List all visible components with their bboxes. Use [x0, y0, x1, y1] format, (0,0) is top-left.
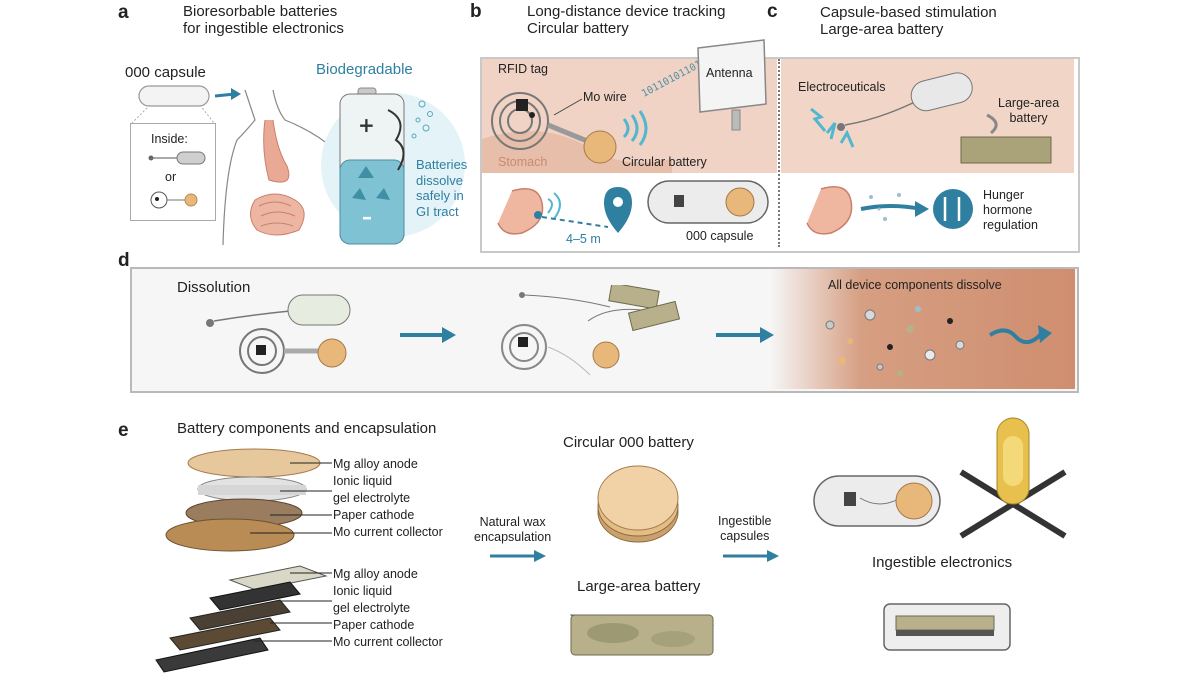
large-area-battery-label-e: Large-area battery [577, 578, 701, 595]
large-area-label-c-line1: Large-area [998, 96, 1060, 110]
distance-label: 4–5 m [566, 232, 601, 246]
hunger-label-line2: hormone [983, 203, 1033, 217]
all-dissolve-label: All device components dissolve [828, 278, 1002, 292]
dissolution-label: Dissolution [177, 279, 251, 296]
wax-arrow [490, 550, 546, 562]
large-area-battery [569, 614, 715, 656]
star-shaped-device-illustration [959, 417, 1067, 539]
rect-layer-labels: Mg alloy anode Ionic liquid gel electrol… [333, 566, 443, 651]
panel-a-title: Bioresorbable batteries for ingestible e… [183, 3, 344, 37]
large-area-battery-label-c: Large-area battery [998, 96, 1059, 126]
panel-e-title: Battery components and encapsulation [177, 420, 437, 437]
hunger-regulation-scene [806, 186, 973, 235]
circular-000-battery-label: Circular 000 battery [563, 434, 694, 451]
panel-bc-divider [778, 59, 780, 247]
svg-text:–: – [362, 205, 372, 229]
panel-c-title-line1: Capsule-based stimulation [820, 4, 997, 21]
human-gi-tract-illustration [222, 89, 336, 245]
inside-box: Inside: or [130, 123, 216, 221]
panel-e-letter: e [118, 420, 129, 441]
panel-a-letter: a [118, 2, 129, 23]
panel-a-title-line2: for ingestible electronics [183, 20, 344, 37]
circular-battery-label-b: Circular battery [622, 155, 707, 169]
circ-layer-mo: Mo current collector [333, 525, 443, 539]
panel-c-title: Capsule-based stimulation Large-area bat… [820, 4, 997, 38]
ingestible-arrow [723, 550, 779, 562]
circ-layer-mg: Mg alloy anode [333, 457, 418, 471]
flat-capsule-device-illustration [883, 603, 1011, 651]
circ-leader-lines [250, 462, 332, 534]
panel-c-title-line2: Large-area battery [820, 21, 944, 38]
dissolution-gradient [770, 269, 1075, 389]
rect-leader-lines [254, 572, 332, 642]
rect-layer-mo: Mo current collector [333, 635, 443, 649]
circ-layer-paper: Paper cathode [333, 508, 415, 522]
panel-b-letter: b [470, 1, 482, 22]
wax-label-line2: encapsulation [474, 530, 552, 544]
ingestible-electronics-label: Ingestible electronics [872, 554, 1013, 571]
rfid-tag-label: RFID tag [498, 62, 549, 76]
ingestible-capsules-label: Ingestible capsules [718, 514, 772, 544]
circ-layer-labels: Mg alloy anode Ionic liquid gel electrol… [333, 456, 443, 541]
antenna-icon [697, 39, 767, 131]
large-area-label-c-line2: battery [1009, 111, 1048, 125]
circ-layer-ionic-2: gel electrolyte [333, 491, 411, 505]
stomach-label: Stomach [498, 155, 548, 169]
tracking-distance-scene [497, 180, 769, 235]
dissolving-battery-illustration: + – [321, 87, 465, 245]
svg-text:+: + [358, 113, 375, 137]
dissolve-text-line2: dissolve [416, 172, 463, 188]
wax-encapsulation-label: Natural wax encapsulation [474, 515, 551, 545]
antenna-label: Antenna [706, 66, 753, 80]
capsule-label-b: 000 capsule [686, 229, 754, 243]
wax-label-line1: Natural wax [479, 515, 546, 529]
circular-000-battery [597, 465, 679, 543]
biodegradable-label: Biodegradable [316, 61, 413, 78]
circ-layer-ionic-1: Ionic liquid [333, 474, 393, 488]
ingestible-label-line2: capsules [720, 529, 770, 543]
hunger-label-line1: Hunger [983, 188, 1024, 202]
dissolve-text-line3: safely in [416, 188, 464, 203]
hunger-label-line3: regulation [983, 218, 1038, 232]
panel-b-title-line2: Circular battery [527, 20, 629, 37]
rect-layer-ionic-1: Ionic liquid [333, 584, 393, 598]
hunger-label: Hunger hormone regulation [983, 188, 1038, 233]
panel-b-title: Long-distance device tracking Circular b… [527, 3, 725, 37]
rect-battery-exploded-view [155, 565, 328, 673]
panel-b-title-line1: Long-distance device tracking [527, 3, 726, 20]
capsule-device-illustration [813, 475, 941, 527]
capsule-illustration-a [138, 85, 241, 107]
dissolution-sequence [206, 285, 1052, 376]
dissolve-text-line1: Batteries [416, 157, 468, 172]
zoom-lines-a [131, 105, 215, 124]
electroceuticals-label: Electroceuticals [798, 80, 886, 94]
ingestible-label-line1: Ingestible [718, 514, 772, 528]
panel-d-letter: d [118, 250, 130, 271]
rect-layer-mg: Mg alloy anode [333, 567, 418, 581]
panel-a-title-line1: Bioresorbable batteries [183, 3, 338, 20]
inside-devices-icon [148, 151, 206, 209]
inside-label: Inside: [151, 132, 188, 146]
panel-c-letter: c [767, 1, 778, 22]
rect-layer-ionic-2: gel electrolyte [333, 601, 411, 615]
rect-layer-paper: Paper cathode [333, 618, 415, 632]
or-label: or [165, 170, 177, 184]
dissolve-text-line4: GI tract [416, 203, 459, 219]
dissolve-text: Batteries dissolve safely in GI tract [416, 157, 467, 219]
electroceutical-scene [781, 59, 1074, 173]
capsule-label-a: 000 capsule [125, 64, 206, 81]
mo-wire-label: Mo wire [583, 90, 627, 104]
